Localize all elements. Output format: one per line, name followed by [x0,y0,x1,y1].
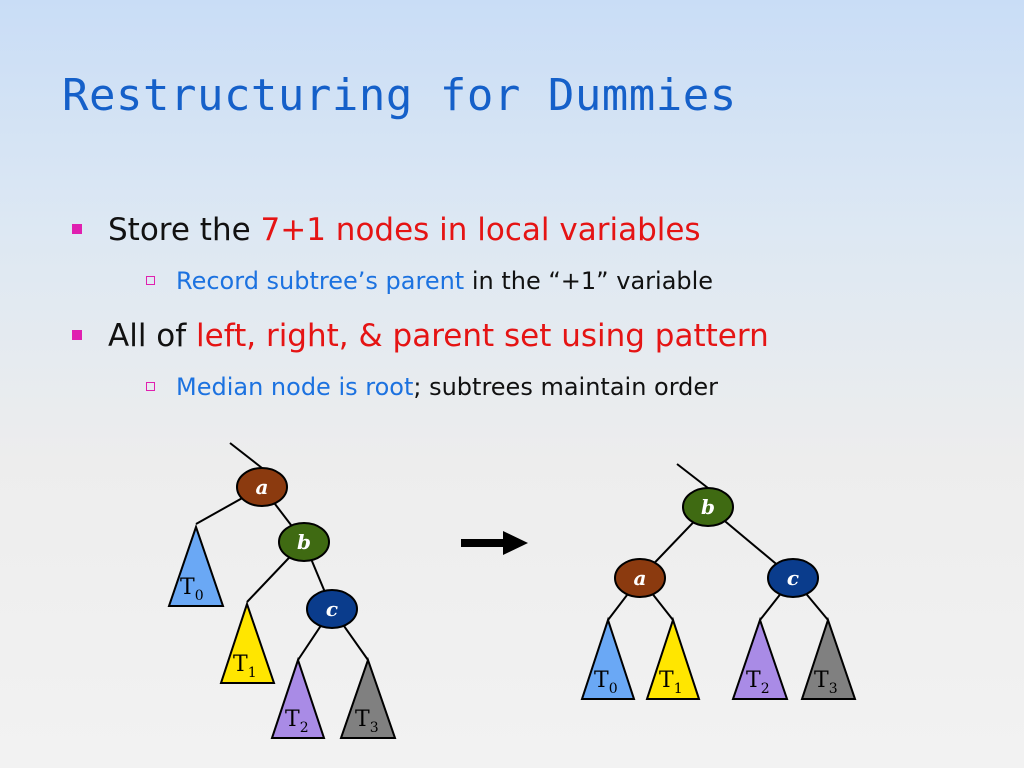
subtree-label: T3 [814,668,838,697]
bullet-highlight: 7+1 nodes in local variables [260,212,701,248]
transform-arrow-icon [461,531,528,555]
bullet-store-nodes: Store the 7+1 nodes in local variables [72,208,1012,252]
subtree-label: T0 [180,575,204,604]
bullet-marker [72,330,82,340]
sub-bullet-highlight: Record subtree’s parent [176,267,465,295]
node-label: b [701,495,715,519]
subtree-t0-after: T0 [580,616,636,700]
bullet-marker [72,224,82,234]
node-ellipse [236,467,288,507]
bullet-highlight: left, right, & parent set using pattern [196,318,769,354]
node-ellipse [682,487,734,527]
subtree-t3-after: T3 [800,616,857,700]
node-label: c [326,597,338,621]
node-ellipse [306,589,358,629]
edge-parent-to-a-before [229,442,263,469]
arrow-shaft [461,539,505,547]
node-b-before: b [278,522,330,562]
node-label: a [256,475,269,499]
subtree-triangle [339,656,397,739]
node-a-before: a [236,467,288,507]
node-label: b [297,530,311,554]
subtree-label: T2 [746,668,770,697]
subtree-label: T1 [233,652,257,681]
sub-bullet-text: ; subtrees maintain order [413,373,719,401]
subtree-triangle [270,656,326,739]
bullet-list: Store the 7+1 nodes in local variables R… [72,208,1012,420]
bullet-set-pattern: All of left, right, & parent set using p… [72,314,1012,358]
subtree-triangle [219,600,276,684]
node-a-after: a [614,558,666,598]
arrow-head [503,531,528,555]
node-c-after: c [767,558,819,598]
node-ellipse [278,522,330,562]
subtree-triangle [800,616,857,700]
subtree-label: T3 [355,707,379,736]
bullet-text: Store the [108,212,261,248]
subtree-t3-before: T3 [339,656,397,739]
sub-bullet-marker [146,382,155,391]
node-ellipse [614,558,666,598]
subtree-t2-after: T2 [731,616,789,700]
node-label: c [787,566,799,590]
sub-bullet-marker [146,276,155,285]
sub-bullet-record-parent: Record subtree’s parent in the “+1” vari… [146,264,1012,298]
subtree-label: T0 [594,668,618,697]
slide-title: Restructuring for Dummies [62,70,737,121]
subtree-label: T1 [659,668,683,697]
subtree-label: T2 [285,707,309,736]
subtree-triangle [731,616,789,700]
node-b-after: b [682,487,734,527]
node-label: a [634,566,647,590]
subtree-triangle [580,616,636,700]
edge-parent-to-b-after [676,463,709,489]
sub-bullet-median-root: Median node is root; subtrees maintain o… [146,370,1012,404]
subtree-t2-before: T2 [270,656,326,739]
subtree-t0-before: T0 [167,523,225,607]
sub-bullet-highlight: Median node is root [176,373,414,401]
subtree-t1-before: T1 [219,600,276,684]
node-c-before: c [306,589,358,629]
subtree-t1-after: T1 [645,616,701,700]
bullet-text: All of [108,318,197,354]
subtree-triangle [645,616,701,700]
subtree-triangle [167,523,225,607]
node-ellipse [767,558,819,598]
sub-bullet-text: in the “+1” variable [464,267,714,295]
